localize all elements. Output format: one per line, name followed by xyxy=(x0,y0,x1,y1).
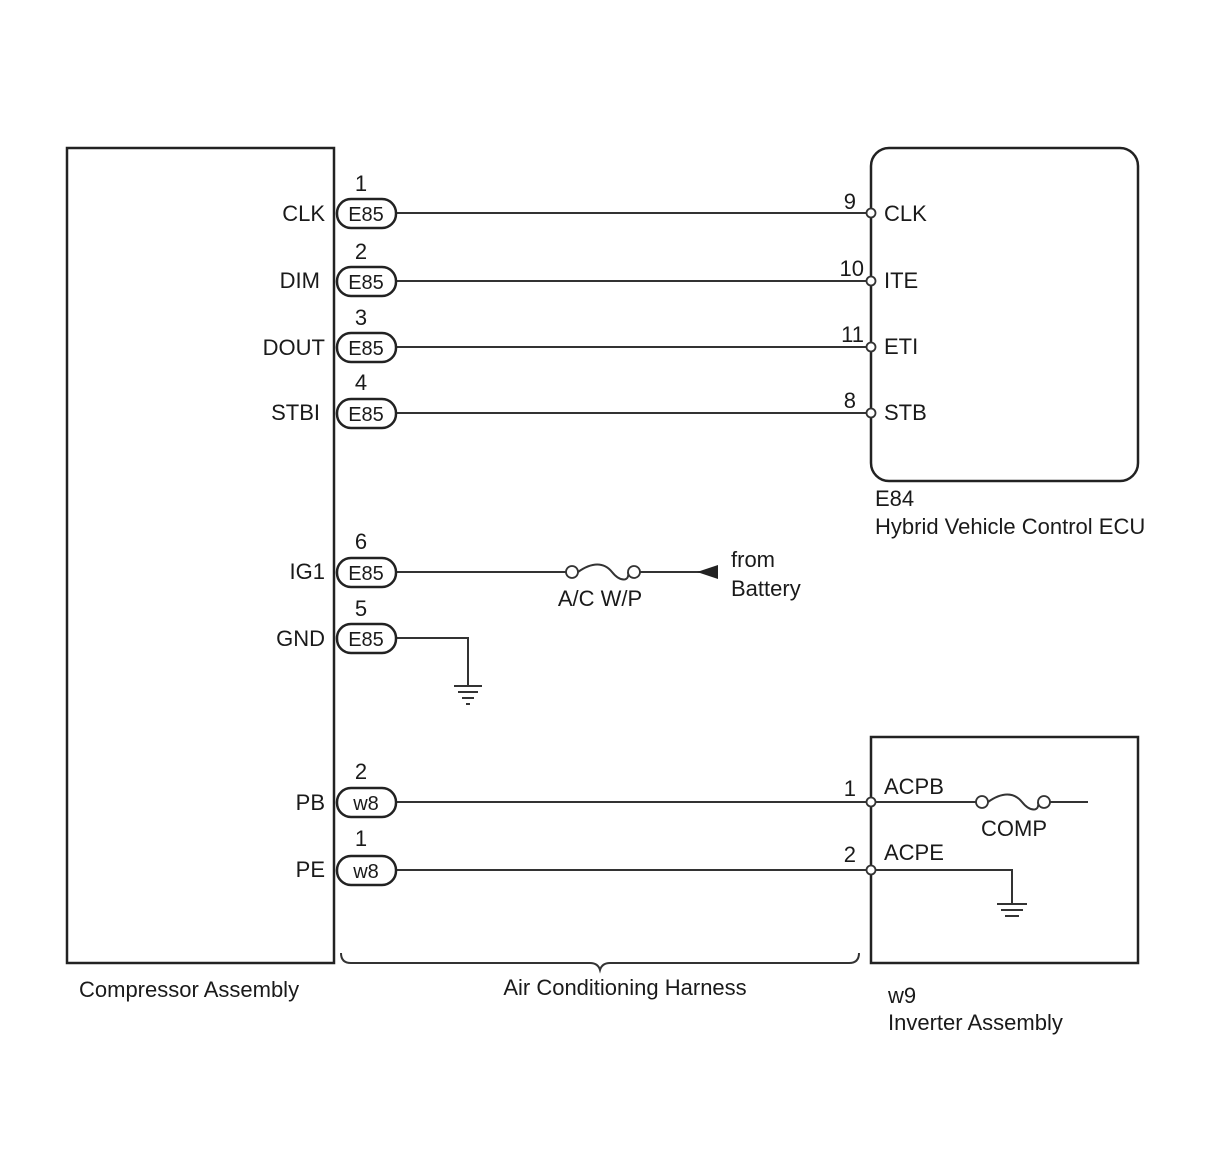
connector-code: E85 xyxy=(348,338,384,360)
ecu-pin-number: 9 xyxy=(844,189,856,214)
ecu-pin-label: ITE xyxy=(884,268,918,293)
fuse-acwp-icon xyxy=(577,563,630,581)
connector-code: E85 xyxy=(348,629,384,651)
inverter-pin-number: 1 xyxy=(844,776,856,801)
compressor-pin-label: GND xyxy=(276,626,325,651)
connector-pill xyxy=(335,331,398,364)
ecu-terminals xyxy=(865,207,877,419)
connector-code: E85 xyxy=(348,272,384,294)
inverter-pin-label: ACPB xyxy=(884,774,944,799)
compressor-pin-label: PE xyxy=(296,857,325,882)
fuse-terminal xyxy=(975,795,989,809)
connector-pills xyxy=(335,197,398,887)
connector-code: E85 xyxy=(348,563,384,585)
connector-pill xyxy=(335,197,398,230)
connector-code: E85 xyxy=(348,404,384,426)
fuse-terminal xyxy=(565,565,579,579)
connector-code: E85 xyxy=(348,204,384,226)
inverter-terminal-acpb xyxy=(865,796,877,808)
wire-acpe-ground xyxy=(876,869,1013,904)
compressor-pin-label: STBI xyxy=(271,400,320,425)
inverter-code: w9 xyxy=(887,983,916,1008)
ecu-pin-label: ETI xyxy=(884,334,918,359)
compressor-assembly-label: Compressor Assembly xyxy=(79,977,299,1002)
connector-pill xyxy=(335,786,398,819)
compressor-pin-number: 2 xyxy=(355,759,367,784)
fuse-comp-icon xyxy=(987,793,1040,811)
inverter-terminal-acpe xyxy=(865,864,877,876)
compressor-pin-number: 6 xyxy=(355,529,367,554)
harness-label: Air Conditioning Harness xyxy=(503,975,746,1000)
ecu-pin-label: STB xyxy=(884,400,927,425)
compressor-pin-number: 1 xyxy=(355,171,367,196)
compressor-pin-number: 1 xyxy=(355,826,367,851)
connector-pill xyxy=(335,397,398,430)
inverter-box xyxy=(869,735,1140,965)
compressor-assembly-box xyxy=(65,146,336,965)
fuse-comp-label: COMP xyxy=(981,816,1047,841)
connector-code: w8 xyxy=(352,861,379,883)
compressor-pin-number: 5 xyxy=(355,596,367,621)
inverter-pin-label: ACPE xyxy=(884,840,944,865)
wire-gnd xyxy=(396,637,469,686)
compressor-pin-number: 3 xyxy=(355,305,367,330)
ground-icon xyxy=(997,903,1027,917)
compressor-pin-label: DIM xyxy=(280,268,320,293)
ground-icon xyxy=(454,685,482,705)
connector-pill xyxy=(335,854,398,887)
fuse-acwp-label: A/C W/P xyxy=(558,586,642,611)
connector-code: w8 xyxy=(352,793,379,815)
battery-source-line2: Battery xyxy=(731,576,801,601)
compressor-pin-label: DOUT xyxy=(263,335,325,360)
ecu-name: Hybrid Vehicle Control ECU xyxy=(875,514,1145,539)
ecu-pin-label: CLK xyxy=(884,201,927,226)
ecu-terminal-stb xyxy=(865,407,877,419)
harness-brace xyxy=(340,952,860,974)
inverter-pin-number: 2 xyxy=(844,842,856,867)
compressor-pin-label: IG1 xyxy=(290,559,325,584)
ecu-terminal-eti xyxy=(865,341,877,353)
ecu-pin-number: 10 xyxy=(840,256,864,281)
compressor-pin-label: PB xyxy=(296,790,325,815)
compressor-pin-number: 4 xyxy=(355,370,367,395)
signal-wires xyxy=(396,212,866,414)
ecu-box xyxy=(869,146,1140,483)
fuse-terminal xyxy=(627,565,641,579)
connector-pill xyxy=(335,622,398,655)
ecu-pin-number: 8 xyxy=(844,388,856,413)
arrow-left-icon xyxy=(697,565,718,579)
fuse-terminal xyxy=(1037,795,1051,809)
connector-pill xyxy=(335,265,398,298)
battery-source-line1: from xyxy=(731,547,775,572)
connector-pill xyxy=(335,556,398,589)
ecu-terminal-ite xyxy=(865,275,877,287)
inverter-name: Inverter Assembly xyxy=(888,1010,1063,1035)
compressor-pin-number: 2 xyxy=(355,239,367,264)
ecu-pin-number: 11 xyxy=(841,322,864,347)
ecu-terminal-clk xyxy=(865,207,877,219)
ecu-code: E84 xyxy=(875,486,914,511)
compressor-pin-label: CLK xyxy=(282,201,325,226)
